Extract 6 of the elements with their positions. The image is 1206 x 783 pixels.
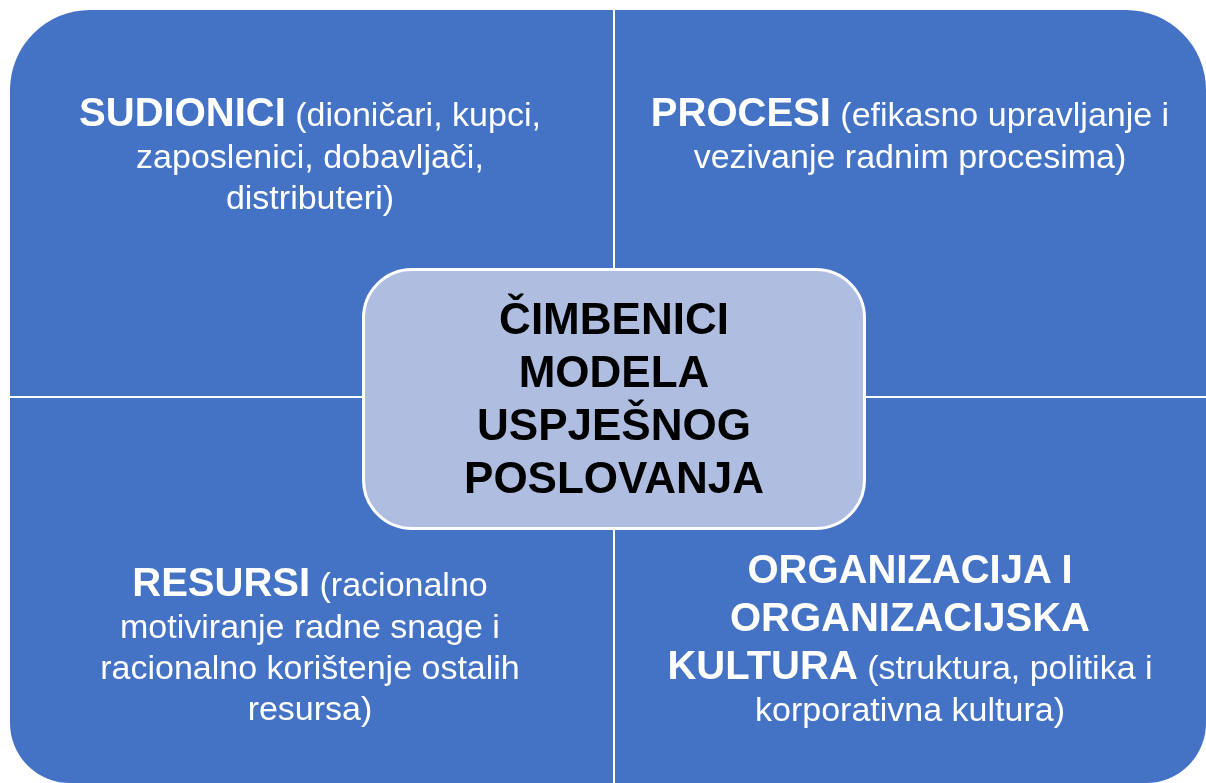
quadrant-text: ORGANIZACIJA I ORGANIZACIJSKA KULTURA (struktura, politika i korporativna kultura) [640, 545, 1180, 730]
quadrant-text: PROCESI (efikasno upravljanje i vezivanje radnim procesima) [650, 88, 1170, 177]
quadrant-text: RESURSI (racionalno motiviranje radne snage i racionalno korištenje ostalih resursa) [60, 558, 560, 729]
quadrant-text: SUDIONICI (dioničari, kupci, zaposlenici, dobavljači, distributeri) [50, 88, 570, 218]
center-title: ČIMBENICI MODELA USPJEŠNOG POSLOVANJA [464, 293, 764, 504]
center-box [362, 268, 866, 530]
